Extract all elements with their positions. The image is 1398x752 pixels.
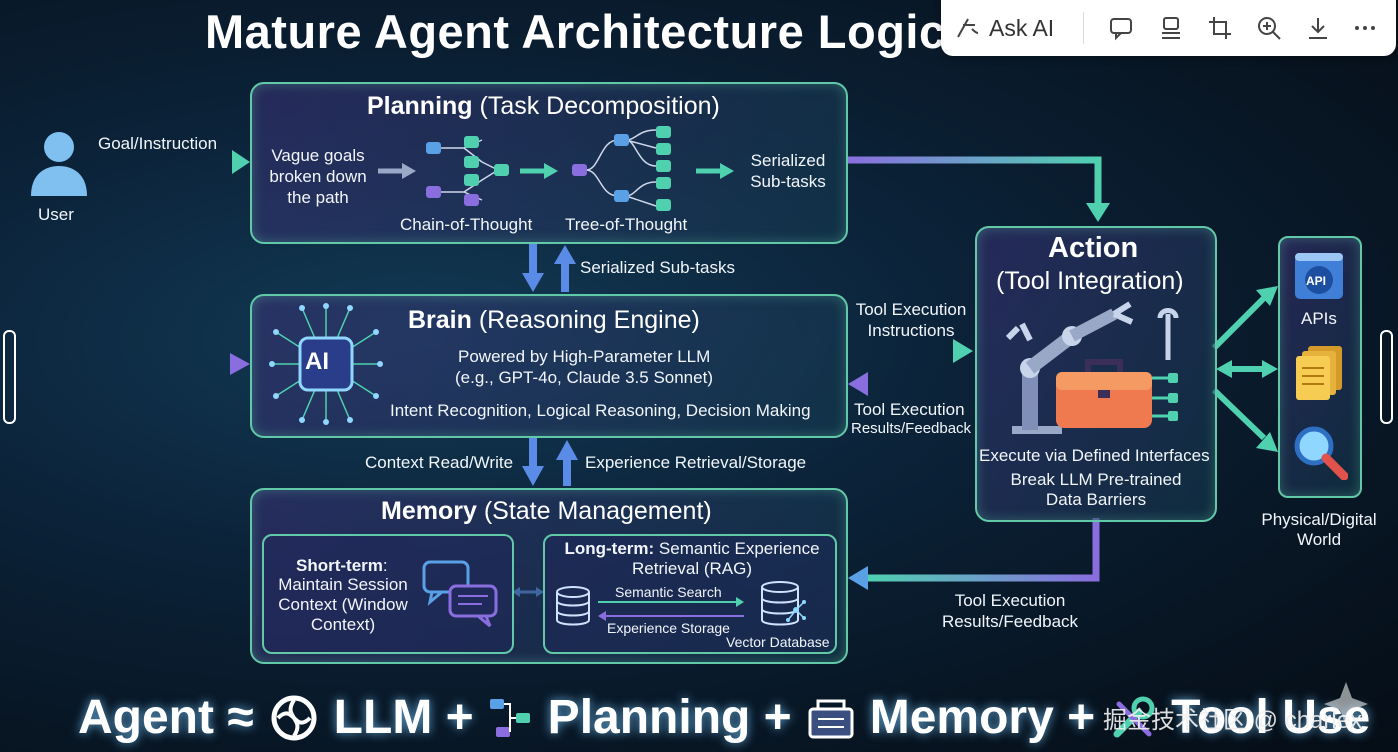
long-term-rest: Semantic Experience Retrieval (RAG) — [632, 539, 820, 578]
tree-of-thought-graph — [572, 126, 671, 211]
tool-exec-results-sub-label: Results/Feedback — [851, 420, 972, 437]
vector-database-icon — [761, 581, 806, 626]
long-term-bold: Long-term: — [564, 539, 655, 558]
action-subtitle: (Tool Integration) — [996, 267, 1184, 295]
planning-vague-goals: Vague goals broken down the path — [269, 146, 367, 207]
planning-arrow-3 — [696, 163, 734, 179]
long-term-panel — [543, 534, 837, 654]
user-label: User — [38, 205, 74, 224]
planning-title-bold: Planning — [367, 92, 473, 120]
memory-box — [250, 488, 848, 664]
bottom-tool-exec-results-label: Tool Execution Results/Feedback — [941, 591, 1079, 631]
robot-arm-toolbox-icon — [1005, 301, 1179, 434]
left-resize-handle[interactable] — [3, 330, 16, 424]
api-gear-icon — [1295, 253, 1343, 299]
planning-arrow-2 — [520, 163, 558, 179]
apis-label: APIs — [1301, 309, 1337, 328]
action-line-2: Break LLM Pre-trained Data Barriers — [1010, 470, 1182, 509]
api-badge: API — [1306, 274, 1327, 288]
short-term-heading: Short-term: — [296, 555, 388, 576]
short-term-desc: Maintain Session Context (Window Context… — [278, 575, 408, 634]
ask-ai-label: Ask AI — [989, 14, 1055, 41]
brain-title-rest: (Reasoning Engine) — [471, 306, 700, 334]
memory-title-rest: (State Management) — [476, 497, 712, 525]
serialized-subtasks-link-label: Serialized Sub-tasks — [580, 258, 735, 277]
planning-arrow-1 — [378, 163, 416, 179]
brain-title-bold: Brain — [408, 306, 472, 334]
more-icon[interactable] — [1351, 14, 1379, 42]
ask-ai-button[interactable]: Ask AI — [955, 13, 1054, 43]
context-read-write-label: Context Read/Write — [365, 453, 514, 472]
experience-storage-label: Experience Storage — [607, 620, 730, 636]
chain-of-thought-graph — [426, 136, 509, 206]
semantic-search-label: Semantic Search — [615, 584, 722, 600]
memory-title: Memory (State Management) — [381, 497, 712, 526]
toolbar: Ask AI — [941, 0, 1396, 56]
goal-instruction-label: Goal/Instruction — [98, 134, 218, 153]
planning-title: Planning (Task Decomposition) — [367, 92, 720, 121]
ai-chip-icon — [269, 303, 383, 425]
chat-bubbles-icon — [422, 560, 498, 628]
planning-serialized-subtasks: Serialized Sub-tasks — [750, 151, 826, 191]
database-icon — [556, 586, 590, 626]
magnifier-icon — [1294, 426, 1348, 480]
long-term-heading: Long-term: Semantic Experience Retrieval… — [560, 539, 824, 579]
tree-of-thought-label: Tree-of-Thought — [565, 215, 688, 234]
experience-retrieval-storage-label: Experience Retrieval/Storage — [585, 453, 807, 472]
documents-icon — [1296, 346, 1342, 400]
brain-line-2: (e.g., GPT-4o, Claude 3.5 Sonnet) — [455, 368, 713, 387]
toolbar-divider — [1083, 12, 1084, 44]
footer-memory: Memory + — [869, 691, 1096, 744]
stamp-icon[interactable] — [1157, 14, 1185, 42]
zoom-in-icon[interactable] — [1255, 14, 1283, 42]
action-title: Action — [1048, 232, 1139, 264]
memory-box-icon — [808, 699, 854, 738]
physical-digital-world-label: Physical/Digital World — [1261, 510, 1377, 549]
action-line-1: Execute via Defined Interfaces — [979, 446, 1210, 465]
footer-llm: LLM + — [333, 691, 474, 744]
chain-of-thought-label: Chain-of-Thought — [400, 215, 533, 234]
ai-badge: AI — [305, 348, 329, 375]
page-title: Mature Agent Architecture Logic — [205, 5, 946, 58]
right-resize-handle[interactable] — [1380, 330, 1393, 424]
tool-wrench-icon — [1113, 696, 1155, 737]
brain-title: Brain (Reasoning Engine) — [408, 306, 700, 335]
planning-flow-icon — [489, 698, 530, 737]
planning-box — [250, 82, 848, 244]
comment-icon[interactable] — [1107, 14, 1135, 42]
llm-knot-icon — [271, 695, 317, 740]
crop-icon[interactable] — [1206, 14, 1234, 42]
short-term-colon: : — [382, 556, 388, 575]
sparkle-icon — [1324, 682, 1368, 726]
footer-planning: Planning + — [547, 691, 792, 744]
search-storage-arrows — [598, 597, 744, 621]
vector-database-label: Vector Database — [726, 634, 830, 650]
watermark: 掘金技术社区 @ charlex — [1103, 707, 1363, 734]
planning-title-rest: (Task Decomposition) — [472, 92, 720, 120]
brain-line-3: Intent Recognition, Logical Reasoning, D… — [390, 401, 811, 420]
tool-exec-results-label: Tool Execution — [854, 400, 965, 419]
footer-agent: Agent ≈ — [78, 691, 254, 744]
tool-exec-instructions-label: Tool Execution Instructions — [855, 300, 967, 340]
memory-title-bold: Memory — [381, 497, 477, 525]
short-term-bold: Short-term — [296, 556, 383, 575]
user-icon — [31, 132, 87, 196]
ask-ai-icon — [957, 18, 979, 38]
download-icon[interactable] — [1304, 14, 1332, 42]
brain-line-1: Powered by High-Parameter LLM — [458, 347, 711, 366]
